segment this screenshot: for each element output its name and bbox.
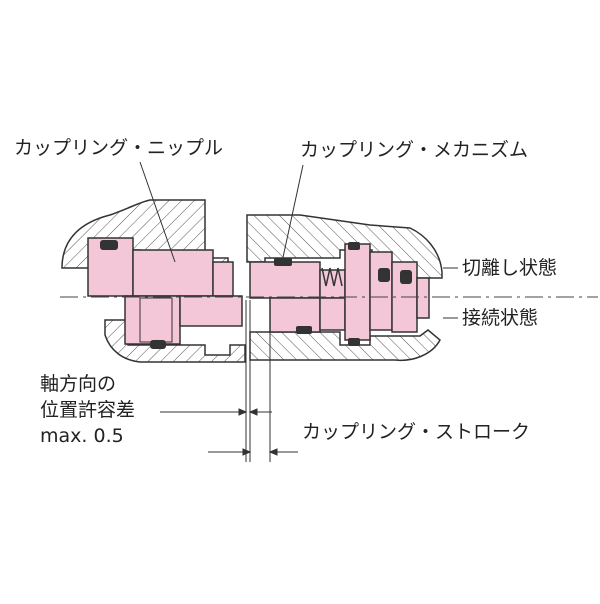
label-axial-tolerance-line1: 軸方向の: [40, 373, 117, 395]
leader-lines: [139, 161, 458, 319]
label-connected-state: 接続状態: [462, 307, 539, 329]
label-disconnected-state: 切離し状態: [462, 257, 558, 279]
label-axial-tolerance-line3: max. 0.5: [40, 425, 124, 447]
label-coupling-nipple: カップリング・ニップル: [14, 137, 224, 159]
label-axial-tolerance-line2: 位置許容差: [40, 399, 136, 421]
dimension-lines: [160, 300, 298, 462]
mechanism-body: [249, 242, 430, 346]
label-coupling-mechanism: カップリング・メカニズム: [300, 139, 529, 161]
nipple-body: [87, 237, 243, 349]
label-coupling-stroke: カップリング・ストローク: [302, 421, 531, 443]
